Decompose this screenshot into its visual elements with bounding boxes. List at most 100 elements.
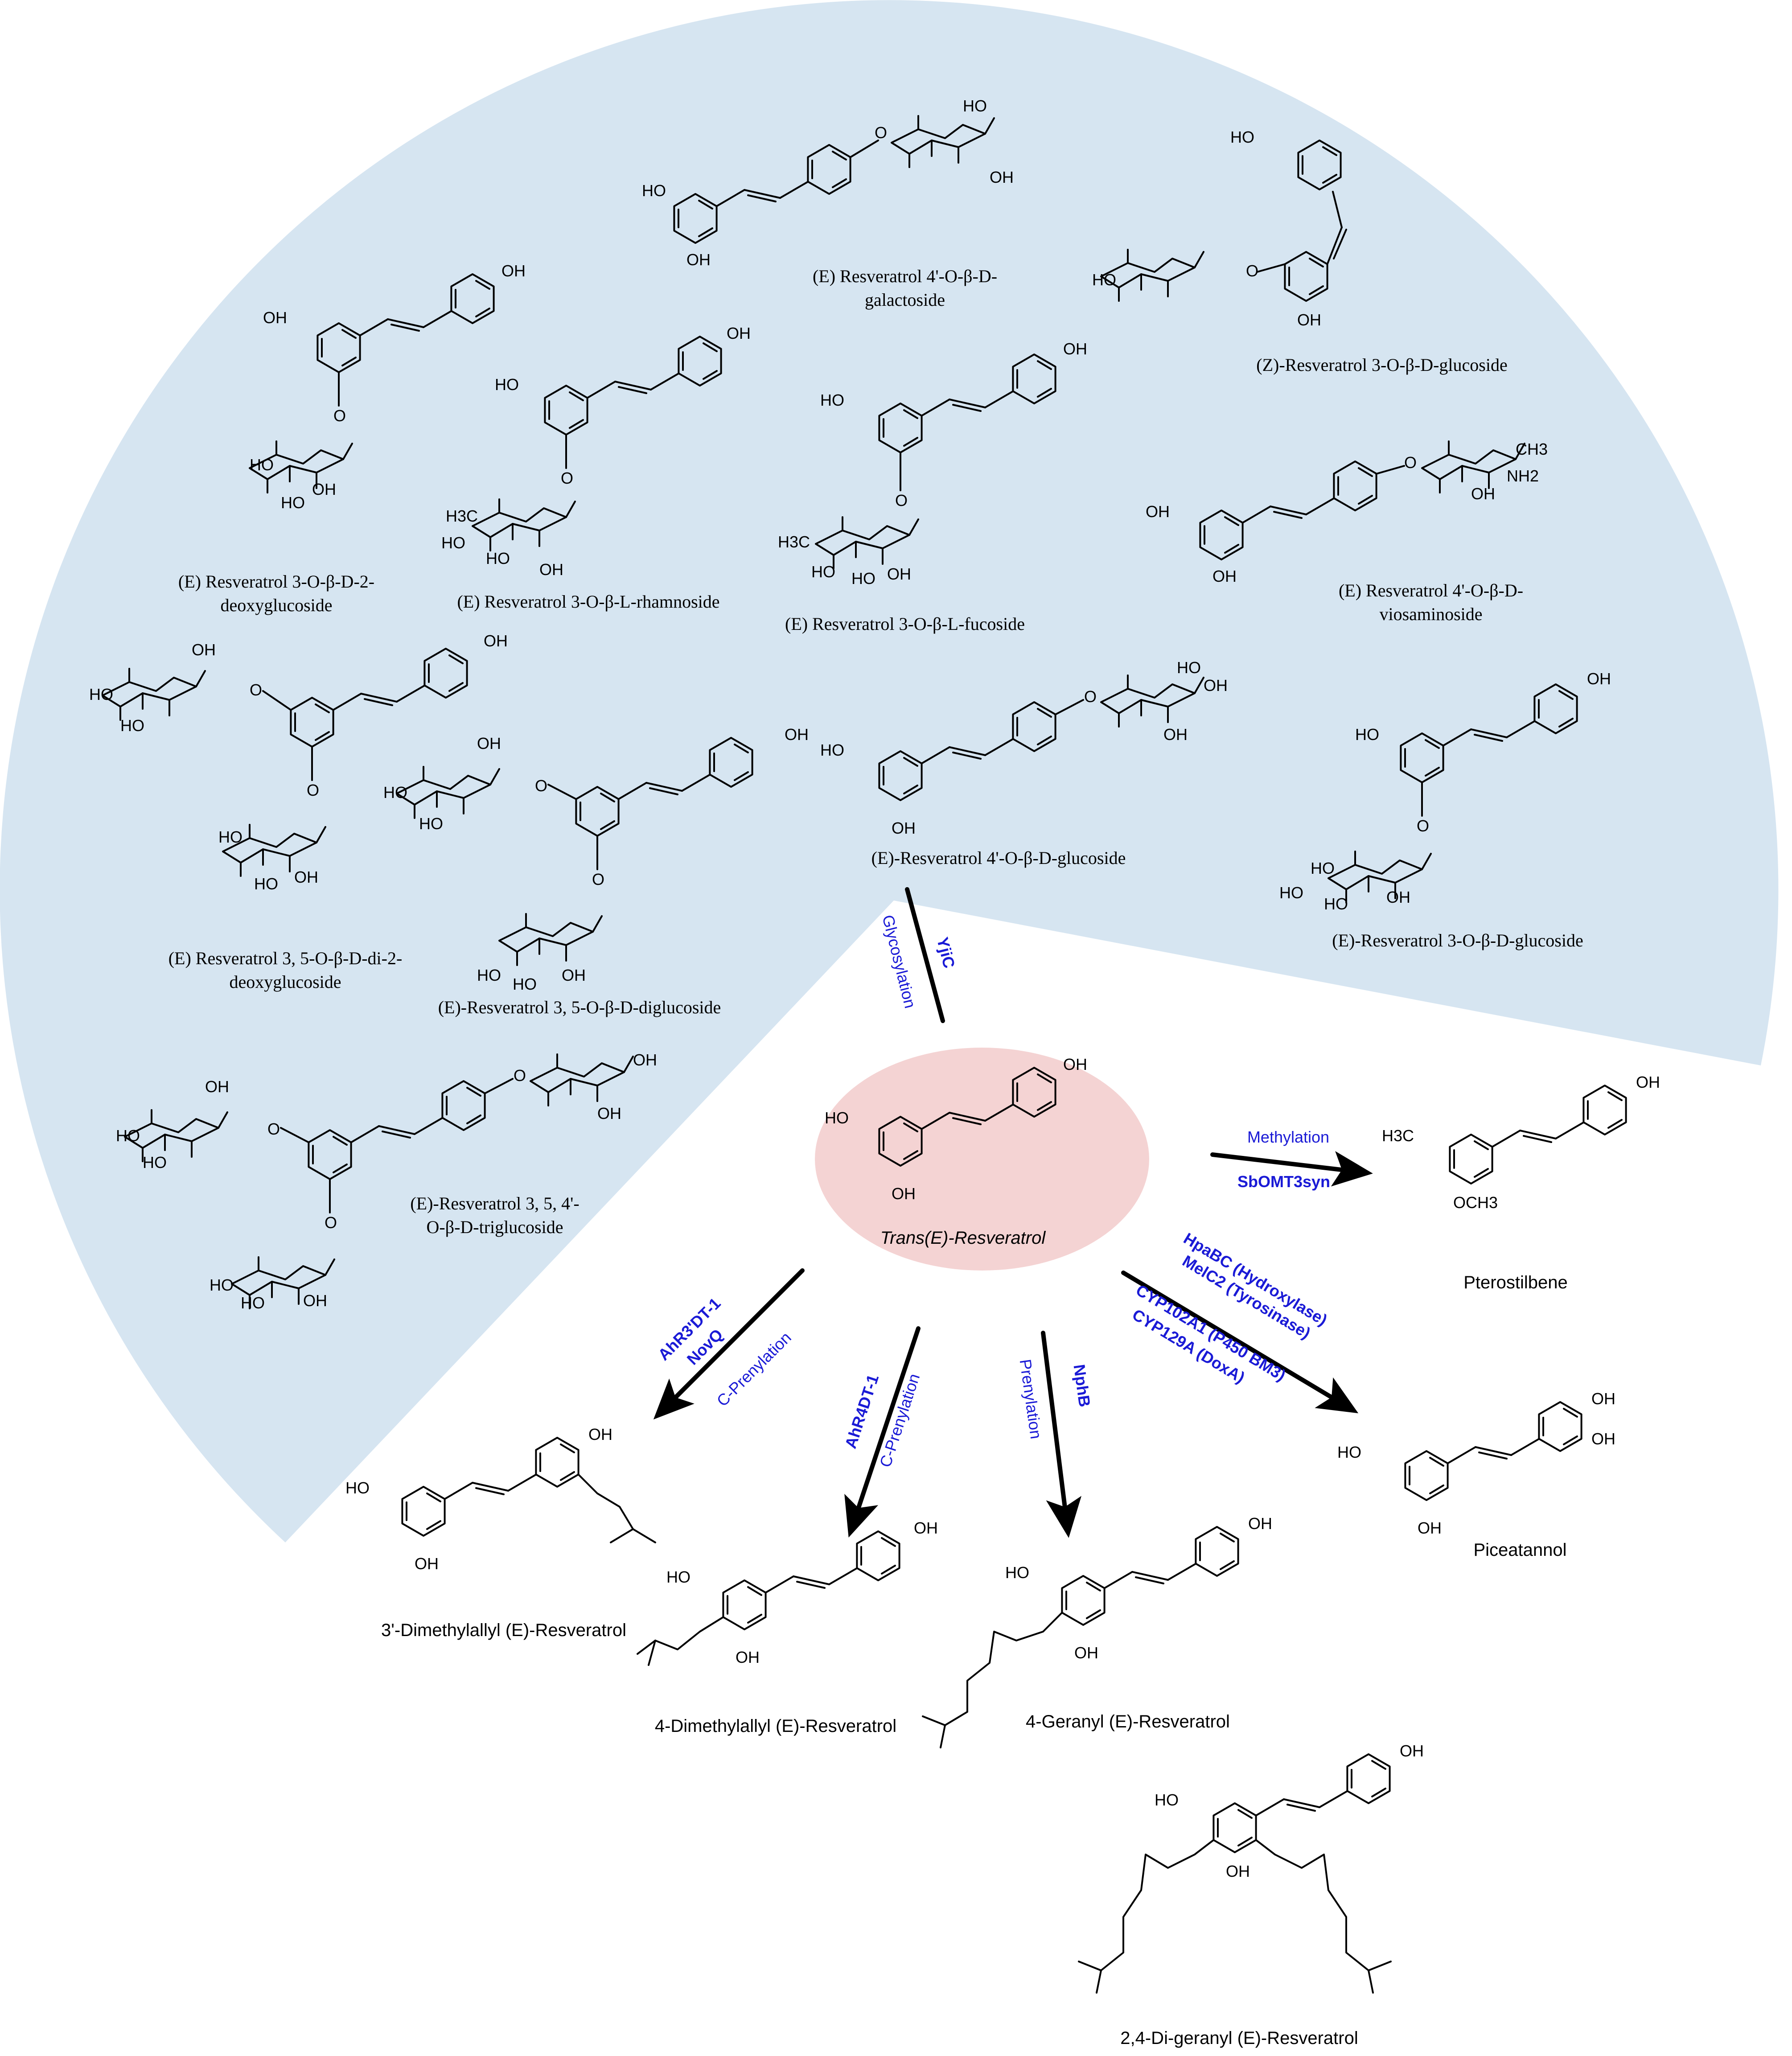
svg-text:OH: OH [1471,485,1495,503]
structure-c10: HO OH O HO HO HO OH [1279,670,1611,913]
c2-label: (Z)-Resveratrol 3-O-β-D-glucoside [1256,355,1507,375]
svg-text:HO: HO [820,741,844,759]
methylation-arrow [1210,1151,1373,1187]
svg-text:OH: OH [990,168,1014,186]
svg-text:OH: OH [1248,1514,1272,1533]
nphb-type: Prenylation [1016,1358,1046,1440]
svg-text:OH: OH [892,819,916,837]
svg-text:HO: HO [383,783,407,802]
svg-text:HO: HO [851,569,875,588]
svg-text:HO: HO [811,563,835,581]
svg-text:OH: OH [1587,670,1611,688]
svg-text:O: O [307,781,319,799]
c6-label-1: (E) Resveratrol 4'-O-β-D- [1339,580,1523,600]
svg-text:OH: OH [727,324,751,342]
svg-text:OH: OH [1063,1055,1087,1073]
prenyl3-type: C-Prenylation [713,1328,795,1410]
svg-text:HO: HO [963,97,987,115]
svg-text:OH: OH [303,1291,327,1310]
structure-c5: HO OH O H3C HO HO OH [778,340,1087,588]
svg-text:OH: OH [205,1077,229,1096]
svg-text:HO: HO [89,685,113,703]
c1-label-1: (E) Resveratrol 4'-O-β-D- [813,266,997,286]
svg-text:HO: HO [120,716,144,735]
structure-c3: OH OH O HO HO OH [249,262,526,512]
svg-text:OH: OH [539,560,563,579]
svg-text:HO: HO [345,1479,370,1497]
svg-text:OH: OH [686,251,711,269]
svg-text:OH: OH [1063,340,1087,358]
svg-text:OH: OH [597,1104,621,1123]
svg-text:HO: HO [477,966,501,984]
svg-text:HO: HO [825,1109,849,1127]
svg-text:O: O [1246,262,1258,280]
svg-text:OH: OH [1418,1519,1442,1537]
4geranyl-label: 4-Geranyl (E)-Resveratrol [1026,1712,1230,1731]
svg-text:HO: HO [486,549,510,567]
structure-piceatannol: HO OH OH OH [1337,1390,1615,1537]
svg-text:OH: OH [1163,725,1188,744]
svg-text:O: O [1084,687,1097,706]
svg-text:OH: OH [1226,1862,1250,1880]
c3-label-1: (E) Resveratrol 3-O-β-D-2- [178,572,374,592]
svg-text:HO: HO [218,828,242,846]
methyl-enzyme: SbOMT3syn [1237,1172,1330,1191]
structure-center: HO OH OH [825,1055,1087,1203]
svg-text:OH: OH [312,480,336,498]
svg-text:NH2: NH2 [1507,467,1539,485]
structure-24digeranyl: HO OH OH [1078,1742,1424,1994]
c7-label-2: deoxyglucoside [229,972,341,992]
svg-text:O: O [561,469,573,487]
hydroxylation-arrow [1121,1271,1359,1414]
structure-c2: O HO OH HO [1092,128,1347,329]
24digeranyl-label: 2,4-Di-geranyl (E)-Resveratrol [1120,2028,1358,2048]
glycoside-sector [0,0,1779,1542]
svg-text:HO: HO [241,1294,265,1312]
svg-text:OH: OH [892,1184,916,1203]
svg-text:HO: HO [1337,1443,1361,1461]
svg-text:OCH3: OCH3 [1453,1193,1498,1212]
c10-label: (E)-Resveratrol 3-O-β-D-glucoside [1332,930,1583,950]
svg-text:OH: OH [192,641,216,659]
svg-text:HO: HO [1005,1563,1029,1582]
c4-label: (E) Resveratrol 3-O-β-L-rhamnoside [457,592,719,612]
svg-text:HO: HO [250,456,274,474]
svg-text:O: O [1417,817,1429,835]
nphb-enzyme: NphB [1070,1363,1094,1408]
prenylation4-arrow [844,1326,921,1538]
svg-text:HO: HO [1092,271,1116,289]
c9-label: (E)-Resveratrol 4'-O-β-D-glucoside [871,848,1126,868]
c6-label-2: viosaminoside [1379,604,1482,624]
svg-text:OH: OH [294,868,318,886]
svg-text:O: O [875,123,887,142]
svg-text:O: O [1404,453,1417,472]
structure-c1: O HO OH HO OH [642,97,1014,269]
svg-text:H3C: H3C [1382,1127,1414,1145]
prenyl4-enzyme: AhR4DT-1 [841,1372,882,1451]
svg-text:O: O [250,681,262,699]
piceatannol-label: Piceatannol [1473,1540,1566,1560]
svg-text:OH: OH [1212,567,1237,585]
prenylation-nphb-arrow [1041,1331,1082,1538]
svg-text:OH: OH [914,1519,938,1537]
3dma-label: 3'-Dimethylallyl (E)-Resveratrol [381,1620,626,1640]
svg-text:OH: OH [484,632,508,650]
structure-4geranyl: HO OH OH [922,1514,1272,1748]
c7-label-1: (E) Resveratrol 3, 5-O-β-D-di-2- [169,948,403,968]
svg-text:O: O [592,870,604,888]
c1-label-2: galactoside [865,290,945,310]
c11-label-2: O-β-D-triglucoside [427,1217,563,1237]
svg-text:HO: HO [210,1276,234,1294]
svg-text:HO: HO [116,1127,140,1145]
svg-text:HO: HO [1324,895,1348,913]
svg-text:HO: HO [1311,859,1335,877]
svg-text:OH: OH [785,725,809,744]
svg-text:OH: OH [1400,1742,1424,1760]
prenylation3-arrow [653,1268,805,1420]
svg-text:OH: OH [1074,1644,1098,1662]
structure-c4: HO OH O H3C HO HO OH [441,324,751,579]
structure-c8: OH O HO HO OH O HO HO OH [383,725,809,993]
center-label: Trans(E)-Resveratrol [880,1228,1046,1248]
svg-text:O: O [267,1120,280,1138]
svg-text:HO: HO [642,181,666,200]
